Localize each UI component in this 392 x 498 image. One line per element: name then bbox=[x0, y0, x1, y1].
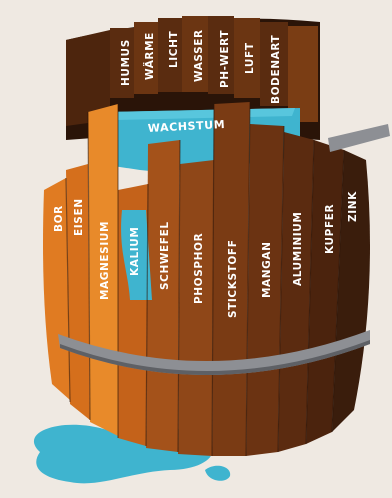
top-band bbox=[328, 124, 390, 152]
label-humus: HUMUS bbox=[120, 39, 132, 86]
back-stave-edge bbox=[288, 26, 318, 122]
label-kalium: KALIUM bbox=[129, 227, 141, 276]
label-bodenart: BODENART bbox=[270, 34, 282, 104]
label-stickstoff: STICKSTOFF bbox=[227, 240, 239, 318]
label-licht: LICHT bbox=[168, 31, 180, 68]
label-bor: BOR bbox=[53, 205, 65, 232]
front-stave-phosphor bbox=[178, 160, 214, 456]
label-aluminium: ALUMINIUM bbox=[292, 212, 304, 286]
label-kupfer: KUPFER bbox=[324, 204, 336, 254]
label-schwefel: SCHWEFEL bbox=[159, 221, 171, 290]
label-waerme: WÄRME bbox=[142, 32, 156, 80]
label-phosphor: PHOSPHOR bbox=[193, 233, 205, 304]
water-puddle-drop bbox=[205, 466, 230, 481]
label-ph-wert: PH-WERT bbox=[219, 30, 231, 88]
label-magnesium: MAGNESIUM bbox=[99, 221, 111, 300]
label-luft: LUFT bbox=[244, 42, 256, 74]
label-wasser: WASSER bbox=[193, 29, 205, 82]
label-eisen: EISEN bbox=[73, 198, 85, 236]
label-zink: ZINK bbox=[347, 191, 359, 222]
label-mangan: MANGAN bbox=[261, 242, 273, 299]
